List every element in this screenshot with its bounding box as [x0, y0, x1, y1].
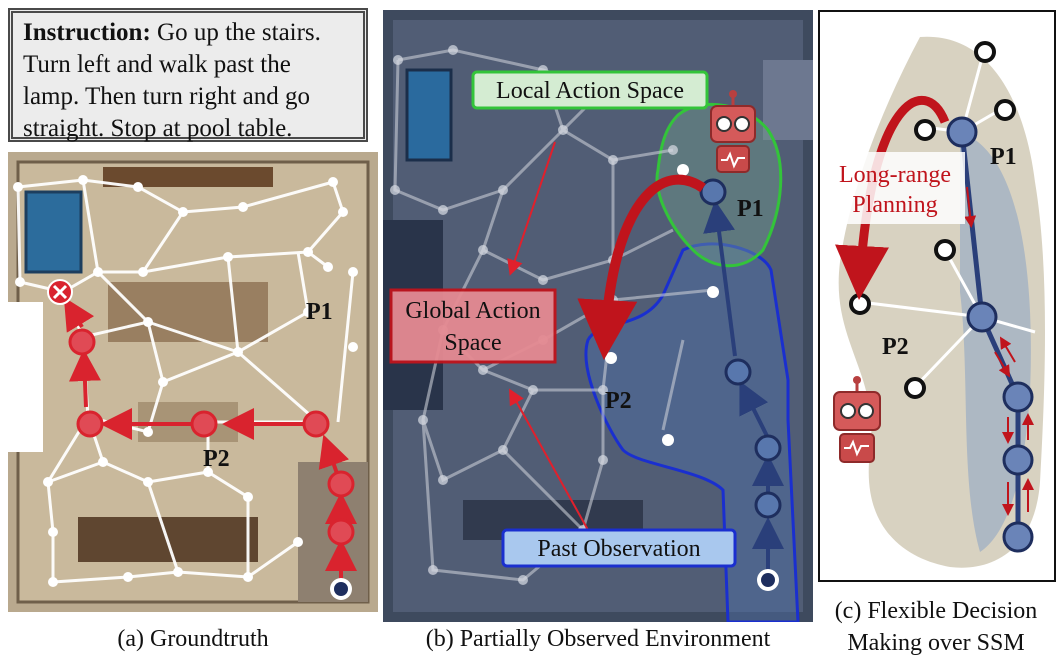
groundtruth-map: P1 P2 — [8, 152, 378, 612]
global-action-space-label-2: Space — [444, 330, 501, 356]
panel-a-p2-label: P2 — [203, 446, 230, 472]
goal-x-icon — [47, 279, 73, 305]
instruction-label: Instruction: — [23, 19, 151, 46]
panel-c-p2-label: P2 — [882, 334, 909, 360]
panel-b-p1-label: P1 — [737, 196, 764, 222]
caption-flexible-decision-1: (c) Flexible Decision — [834, 598, 1038, 624]
robot-icon — [710, 90, 756, 173]
start-node-icon — [330, 578, 352, 600]
panel-a-p1-label: P1 — [306, 299, 333, 325]
caption-flexible-decision-2: Making over SSM — [847, 630, 1025, 656]
past-observation-label: Past Observation — [537, 536, 700, 562]
partial-observation-map: Local Action Space Global Action Space P… — [383, 10, 813, 622]
global-action-space-label-1: Global Action — [405, 298, 540, 324]
ssm-decision-panel: Long-range Planning P1 P2 — [818, 10, 1056, 582]
long-range-label-1: Long-range — [839, 162, 951, 188]
instruction-box: Instruction: Go up the stairs. Turn left… — [8, 8, 368, 142]
panel-c-p1-label: P1 — [990, 144, 1017, 170]
local-action-space-label: Local Action Space — [496, 78, 684, 104]
long-range-label-2: Planning — [852, 192, 937, 218]
robot-icon — [833, 376, 881, 463]
caption-groundtruth: (a) Groundtruth — [117, 626, 269, 652]
caption-partial-observation: (b) Partially Observed Environment — [425, 626, 771, 652]
instruction-text: Go up the stairs. Turn left and walk pas… — [23, 19, 321, 142]
panel-b-p2-label: P2 — [605, 388, 632, 414]
pool-table — [24, 190, 83, 274]
planning-arrow — [577, 174, 706, 360]
